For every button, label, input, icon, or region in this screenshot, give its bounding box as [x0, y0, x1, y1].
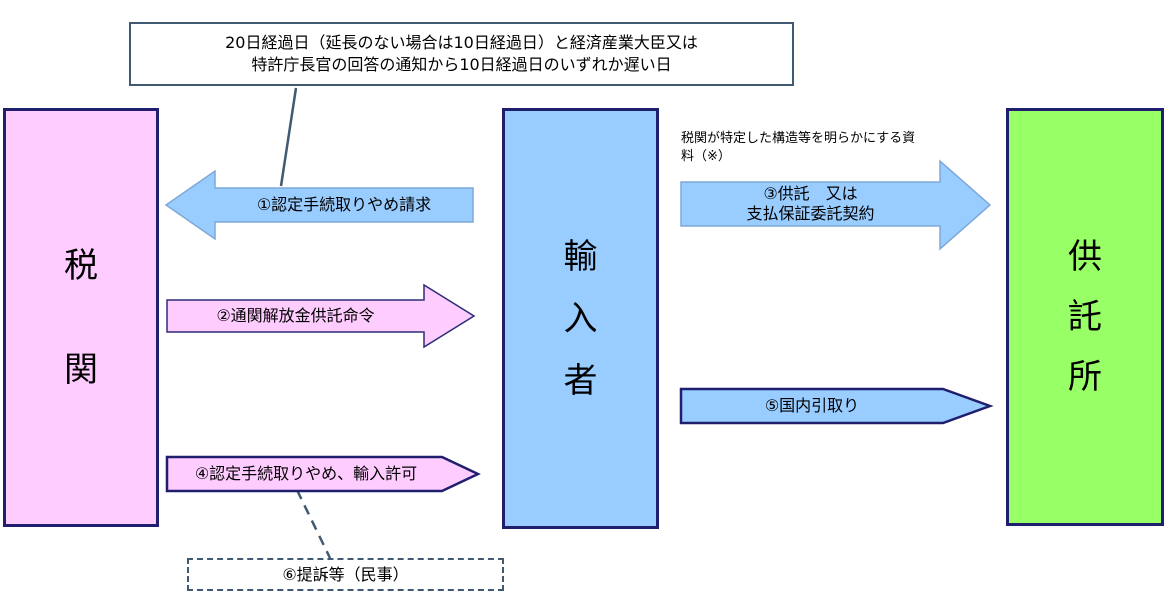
deadline-note-line1: 20日経過日（延長のない場合は10日経過日）と経済産業大臣又は: [225, 33, 698, 52]
step5-arrow: ⑤国内引取り: [679, 387, 994, 425]
deadline-connector: [279, 87, 298, 187]
materials-note-line1: 税関が特定した構造等を明らかにする資: [681, 131, 916, 146]
depository-box: 供 託 所: [1006, 108, 1164, 526]
customs-char-1: 税: [64, 245, 98, 286]
step3-label-line1: ③供託 又は: [763, 184, 858, 203]
importer-char-3: 者: [563, 360, 598, 401]
step1-label: ①認定手続取りやめ請求: [256, 195, 432, 214]
step5-label: ⑤国内引取り: [764, 396, 860, 415]
depository-char-1: 供: [1068, 237, 1102, 277]
customs-box: 税 関: [3, 108, 159, 527]
depository-char-3: 所: [1068, 357, 1102, 397]
importer-char-2: 入: [563, 298, 598, 339]
deadline-note-line2: 特許庁長官の回答の通知から10日経過日のいずれか遅い日: [251, 55, 672, 74]
step2-arrow-shape: [166, 283, 476, 349]
step5-arrow-shape: [679, 387, 994, 425]
lawsuit-note: ⑥提訴等（民事）: [187, 558, 504, 591]
step4-arrow: ④認定手続取りやめ、輸入許可: [165, 455, 481, 493]
step2-label: ②通関解放金供託命令: [216, 306, 375, 325]
step1-arrow-shape: [164, 169, 474, 241]
lawsuit-connector: [295, 489, 332, 559]
deadline-note: 20日経過日（延長のない場合は10日経過日）と経済産業大臣又は 特許庁長官の回答…: [129, 22, 794, 86]
step3-label-line2: 支払保証委託契約: [746, 204, 875, 223]
step4-arrow-shape: [165, 455, 481, 493]
customs-char-2: 関: [64, 349, 98, 390]
step3-arrow: ③供託 又は 支払保証委託契約: [680, 159, 992, 251]
lawsuit-note-label: ⑥提訴等（民事）: [282, 564, 409, 584]
step3-arrow-shape: [680, 159, 992, 251]
importer-box: 輸 入 者: [502, 108, 659, 529]
step2-arrow: ②通関解放金供託命令: [166, 283, 476, 349]
depository-char-2: 託: [1068, 297, 1102, 337]
step1-arrow: ①認定手続取りやめ請求: [164, 169, 475, 241]
materials-note-line2: 料（※）: [681, 149, 731, 164]
importer-char-1: 輸: [563, 236, 598, 277]
step4-label: ④認定手続取りやめ、輸入許可: [194, 464, 418, 483]
